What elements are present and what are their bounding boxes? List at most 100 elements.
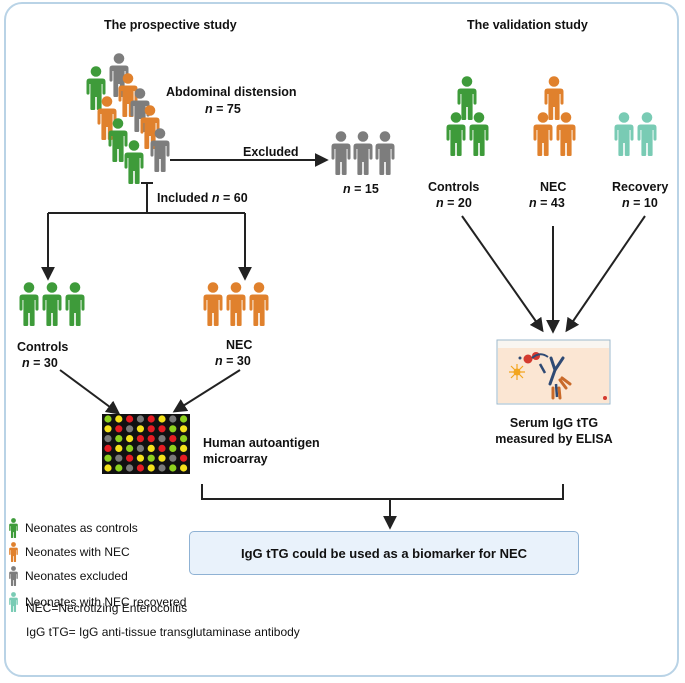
microarray-spot [126, 444, 134, 452]
abbreviation-nec: NEC=Necrotizing Enterocolitis [26, 601, 188, 615]
validation-nec-group [533, 76, 576, 156]
microarray-spot [104, 444, 112, 452]
person-icon [249, 282, 269, 326]
microarray-spot [126, 454, 134, 462]
microarray-spot [158, 464, 166, 472]
microarray-spot [126, 425, 134, 433]
distension-label: Abdominal distension [166, 85, 297, 99]
microarray-spot [147, 415, 155, 423]
person-icon [9, 518, 18, 538]
person-icon [375, 131, 395, 175]
microarray-spot [158, 415, 166, 423]
microarray-spot [104, 454, 112, 462]
legend-label: Neonates with NEC recovered [25, 595, 187, 609]
microarray-spot [147, 435, 155, 443]
person-icon [226, 282, 246, 326]
person-icon [9, 542, 18, 562]
microarray-spot [158, 425, 166, 433]
microarray-label-line2: microarray [203, 452, 268, 466]
validation-nec-label: NEC [540, 180, 567, 194]
excluded-label: Excluded [243, 145, 299, 159]
microarray-spot [136, 444, 144, 452]
person-icon [65, 282, 85, 326]
validation-title: The validation study [467, 18, 588, 32]
arrow-icon [461, 215, 544, 333]
abbreviation-igg-ttg: IgG tTG= IgG anti-tissue transglutaminas… [26, 625, 300, 639]
excluded-count: n = 15 [343, 182, 379, 196]
microarray-spot [158, 435, 166, 443]
microarray-spot [126, 435, 134, 443]
arrow-icon [172, 369, 241, 413]
microarray-spot [158, 444, 166, 452]
validation-controls-group [446, 76, 489, 156]
excluded-group [331, 131, 395, 175]
elisa-label-line1: Serum IgG tTG [509, 416, 599, 430]
prospective-controls-count: n = 30 [22, 356, 58, 370]
arrow-icon [59, 369, 121, 415]
elisa-label-line2: measured by ELISA [495, 432, 613, 446]
distension-crowd [86, 53, 170, 184]
validation-controls-label: Controls [428, 180, 480, 194]
person-icon [457, 76, 477, 120]
included-count: Included n = 60 [157, 191, 248, 205]
microarray-spot [169, 454, 177, 462]
merge-connector [201, 484, 564, 500]
microarray-spot [104, 464, 112, 472]
microarray-spot [147, 425, 155, 433]
person-icon [614, 112, 634, 156]
validation-recovery-label: Recovery [612, 180, 669, 194]
microarray-spot [169, 444, 177, 452]
microarray-spot [180, 425, 188, 433]
person-icon [353, 131, 373, 175]
elisa-well [496, 339, 611, 405]
person-icon [9, 592, 18, 612]
prospective-title: The prospective study [104, 18, 237, 32]
microarray-spot [126, 464, 134, 472]
microarray-spot [169, 435, 177, 443]
microarray-spot [158, 454, 166, 462]
person-icon [9, 566, 18, 586]
person-icon [124, 140, 144, 184]
microarray-spot [180, 435, 188, 443]
prospective-nec-label: NEC [226, 338, 253, 352]
microarray-spot [169, 415, 177, 423]
legend-item: Neonates with NEC recovered [8, 592, 186, 612]
legend-label: Neonates as controls [25, 521, 138, 535]
microarray-spot [136, 415, 144, 423]
legend-label: Neonates with NEC [25, 545, 130, 559]
microarray-spot [104, 415, 112, 423]
prospective-nec-group [203, 282, 269, 326]
microarray-chip [102, 414, 190, 474]
prospective-controls-group [19, 282, 85, 326]
validation-recovery-count: n = 10 [622, 196, 658, 210]
microarray-spot [115, 425, 123, 433]
microarray-spot [180, 444, 188, 452]
microarray-spot [104, 435, 112, 443]
person-icon [203, 282, 223, 326]
microarray-spot [104, 425, 112, 433]
microarray-spot [136, 425, 144, 433]
microarray-spot [180, 415, 188, 423]
microarray-spot [180, 464, 188, 472]
microarray-spot [115, 435, 123, 443]
conclusion-text: IgG tTG could be used as a biomarker for… [240, 545, 528, 561]
microarray-spot [147, 444, 155, 452]
microarray-spot [147, 454, 155, 462]
validation-nec-count: n = 43 [529, 196, 565, 210]
microarray-spot [136, 435, 144, 443]
person-icon [42, 282, 62, 326]
person-icon [544, 76, 564, 120]
conclusion-box: IgG tTG could be used as a biomarker for… [189, 531, 579, 575]
legend-item: Neonates as controls [8, 518, 138, 538]
prospective-nec-count: n = 30 [215, 354, 251, 368]
legend-item: Neonates with NEC [8, 542, 130, 562]
legend-item: Neonates excluded [8, 566, 128, 586]
microarray-spot [169, 425, 177, 433]
microarray-spot [180, 454, 188, 462]
distension-count: n = 75 [205, 102, 241, 116]
arrow-icon [565, 215, 646, 333]
microarray-label-line1: Human autoantigen [203, 436, 320, 450]
microarray-spot [169, 464, 177, 472]
person-icon [331, 131, 351, 175]
